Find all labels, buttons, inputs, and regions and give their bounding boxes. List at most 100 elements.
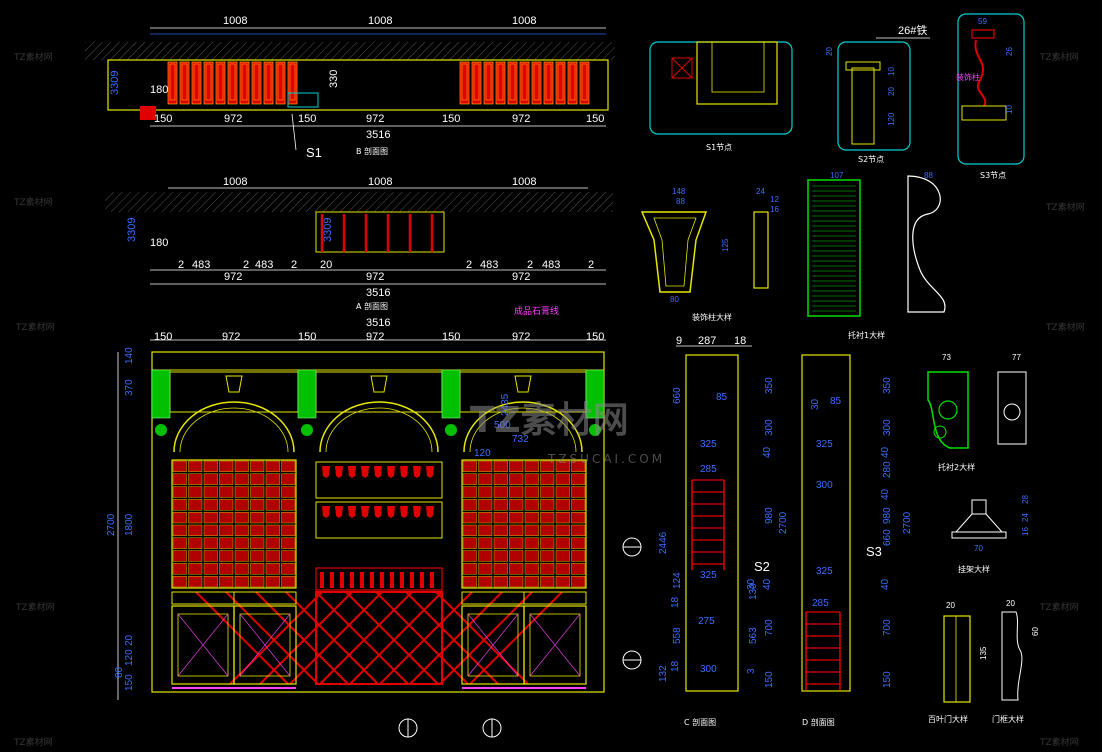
wine-cell [478,486,493,498]
watermark-url: TZSUCAI.COM [547,452,665,466]
dim-sub: 2 [466,259,472,271]
wine-cell [188,576,203,588]
bottle-slot [251,61,262,105]
corbel-scroll [155,424,167,436]
dim-inner: 500 [494,420,511,431]
dim-bottom: 972 [512,271,530,283]
watermark-center: TZ素材网 TZSUCAI.COM [470,400,665,466]
dim-height: 3309 [109,71,121,95]
wine-cell [203,473,218,485]
lattice-bar [379,591,473,685]
dim-top: 972 [512,331,530,343]
door-frame [523,605,587,685]
dim-top: 150 [298,331,316,343]
crown-molding [151,351,605,371]
wine-cell [188,486,203,498]
bottle-slot-inner [485,63,492,101]
wine-cell [478,537,493,549]
hanging-glass [322,466,330,478]
section-caption: D 剖面图 [802,717,835,727]
wine-cell [478,524,493,537]
corbel-green [441,369,461,419]
wine-cell [234,563,249,575]
bottle-slot-inner [241,63,248,101]
wine-cell [555,473,570,485]
bottle-slot-inner [533,63,540,101]
bottle-slot [519,61,530,105]
dim-right: 40 [880,578,891,590]
lattice-bar [259,591,353,685]
decor-column-detail: 148 88 24 12 16 125 80 装饰柱大样 [640,187,779,322]
wine-cell [265,537,280,549]
wine-cell [509,512,524,524]
bottle-slot-inner [497,63,504,101]
wine-cell [571,563,586,575]
bottle-ladder [805,611,841,690]
dim-total: 3516 [366,287,390,299]
dim-sub: 20 [320,259,332,271]
baluster [340,572,344,588]
detail-note: 装饰柱 [956,72,980,82]
wine-cell [188,524,203,537]
detail-callout-box [287,92,319,108]
hanging-glass [335,506,343,518]
wall-hatch [85,42,615,60]
corbel-scroll [301,424,313,436]
door-profile-detail: 20 20 135 60 百叶门大样 门框大样 [928,599,1040,724]
bottle-slot-inner [557,63,564,101]
lattice-bar [469,591,563,685]
dim-right: 980 [882,507,893,524]
dim-detail: 59 [978,17,987,26]
wine-cell [172,512,187,524]
dim-top: 1008 [512,176,536,188]
dim-detail: 88 [676,197,685,206]
dim-detail: 135 [979,646,988,660]
wine-cell [493,576,508,588]
wine-cell [265,512,280,524]
dim-right: 40 [762,446,773,458]
detail-frame [837,41,911,151]
wine-cell [524,499,539,511]
watermark-tile: TZ素材网 [1039,736,1079,748]
wine-cell [509,499,524,511]
wine-cell [524,486,539,498]
lattice-bar [375,591,469,685]
wine-cell [172,563,187,575]
wine-cell [234,473,249,485]
wine-cell [524,576,539,588]
dim-bottom: 150 [298,113,316,125]
dim-detail: 24 [756,187,765,196]
wine-cell [555,563,570,575]
glass-shelf [315,501,443,539]
watermark-tile: TZ素材网 [1039,51,1079,63]
lattice-bar [289,591,383,685]
dim-left: 370 [124,379,135,396]
wine-grid-left [171,459,297,589]
wine-cell [203,460,218,473]
dim-right: 130 [748,583,759,600]
balustrade [315,567,443,591]
dim-left: 120 [124,649,135,666]
bottle-rack-left [167,61,298,105]
wine-cell [219,550,234,562]
glass-rack-frame [315,211,445,253]
wine-cell [203,550,218,562]
dim-inner: 285 [812,598,829,609]
wine-cell [540,486,555,498]
front-elevation: 3516 150 972 150 972 150 972 150 成品石膏线 1… [106,305,642,738]
hanging-glass [413,506,421,518]
dim-inner: 285 [700,464,717,475]
wine-cell [219,473,234,485]
dim-bottom: 972 [366,113,384,125]
bottle-slot [203,61,214,105]
dim-top: 1008 [223,15,247,27]
dim-detail: 88 [924,171,933,180]
dim-inner: 325 [700,439,717,450]
bottle-slot-inner [169,63,176,101]
wine-cell [281,499,296,511]
dim-right: 3 [746,668,757,674]
dim-detail: 120 [887,112,896,126]
bottle-slot-inner [277,63,284,101]
wine-cell [265,550,280,562]
detail-caption: 挂架大样 [958,564,990,574]
